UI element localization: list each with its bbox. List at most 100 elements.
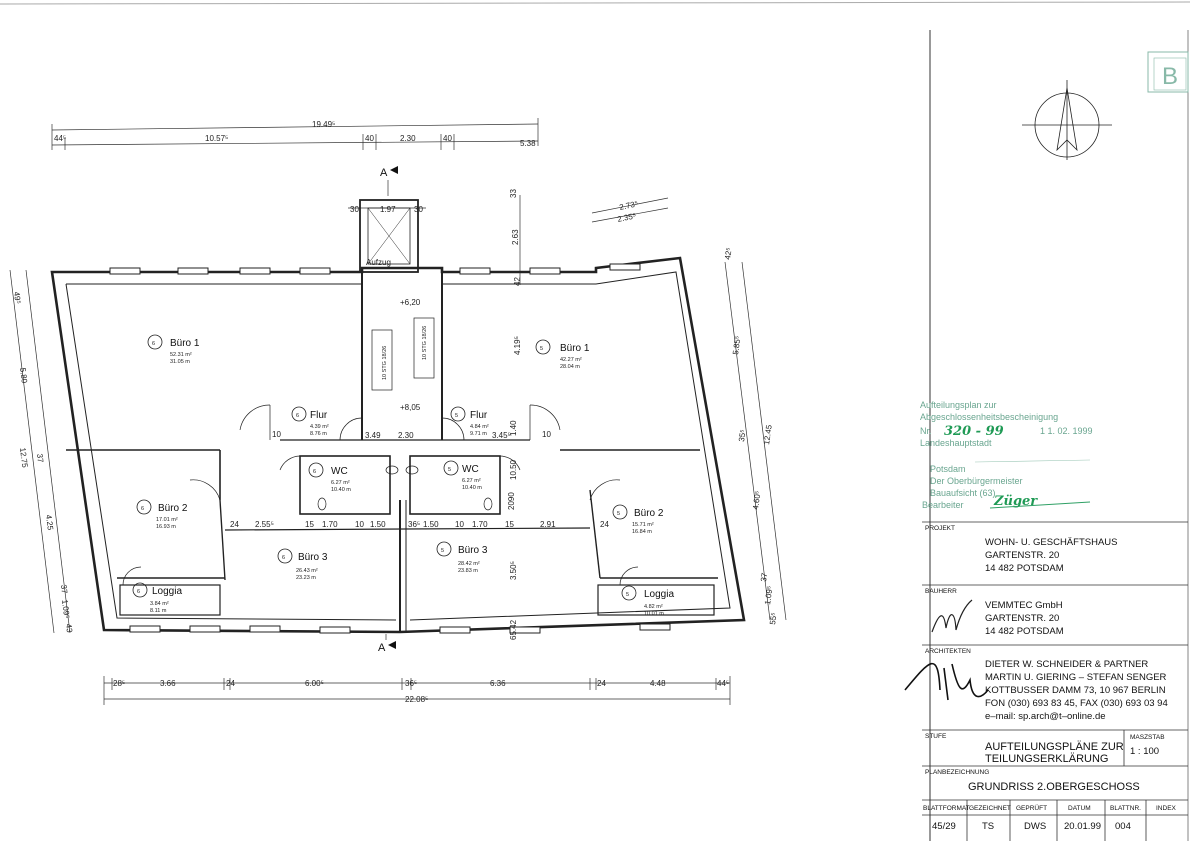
dim-right-7: 55⁵ (768, 612, 779, 625)
room-name: WC (462, 464, 479, 475)
title-block-text: PROJEKT WOHN- U. GESCHÄFTSHAUS GARTENSTR… (923, 525, 1177, 832)
dim-topright-2: 2.35⁵ (617, 211, 637, 224)
stamp-line-2: Abgeschlossenheitsbescheinigung (920, 412, 1058, 422)
room-label: 6 WC 6.27 m² 10.40 m (308, 462, 351, 493)
stufe-label: STUFE (925, 733, 947, 740)
col-index: INDEX (1156, 805, 1177, 812)
svg-text:A: A (378, 642, 386, 654)
room-area: 6.27 m² (462, 478, 481, 484)
dim-top-4: 2.30 (400, 134, 416, 143)
room-perimeter: 28.04 m (560, 364, 580, 370)
massstab-value: 1 : 100 (1130, 746, 1159, 757)
room-area: 4.82 m² (644, 604, 663, 610)
svg-text:A: A (380, 167, 388, 179)
dim-lift-right: 30 (414, 205, 423, 214)
approval-stamp: Aufteilungsplan zur Abgeschlossenheitsbe… (920, 400, 1093, 510)
col-geprueft: GEPRÜFT (1016, 804, 1047, 812)
corner-stamp-letter: B (1162, 63, 1178, 90)
room-name: Flur (310, 410, 328, 421)
dim-bottom-total: 22.08⁵ (405, 695, 428, 704)
val-gezeichnet: TS (982, 821, 994, 832)
col-datum: DATUM (1068, 805, 1091, 812)
dim-core-n: 1.70 (472, 520, 488, 529)
dim-bottom-2: 3.66 (160, 679, 176, 688)
dim-top-3: 40 (365, 134, 374, 143)
val-blattnr: 004 (1115, 821, 1131, 832)
dim-core-c: 3.45⁵ (492, 431, 511, 440)
stair-level-bottom: +8,05 (400, 403, 421, 412)
room-area: 6.27 m² (331, 480, 350, 486)
lift-label: Aufzug (366, 258, 391, 267)
room-label: 5 Büro 1 42.27 m² 28.04 m (535, 339, 590, 370)
room-perimeter: 31.05 m (170, 359, 190, 365)
dim-core-k: 36⁵ (408, 520, 420, 529)
room-labels: 6 Büro 1 52.31 m² 31.05 m 5 Büro 1 42.27… (132, 334, 674, 617)
val-blattformat: 45/29 (932, 821, 956, 832)
room-label: 6 Loggia 3.84 m² 8.11 m (132, 582, 182, 614)
architekten-line-3: KOTTBUSSER DAMM 73, 10 967 BERLIN (985, 685, 1166, 696)
dim-core-h: 1.70 (322, 520, 338, 529)
dim-right-6: 1.09⁵ (763, 585, 775, 605)
dim-core-x: 10.50 (509, 459, 518, 480)
projekt-line-3: 14 482 POTSDAM (985, 563, 1064, 574)
dim-lift-top: 33 (509, 189, 518, 198)
room-label: 5 WC 6.27 m² 10.40 m (443, 460, 482, 491)
stamp-line-6: Der Oberbürgermeister (930, 476, 1023, 486)
room-label: 6 Büro 2 17.01 m² 16.93 m (136, 499, 188, 530)
room-unit-no: 6 (152, 341, 155, 347)
dim-left-1: 49⁵ (12, 291, 22, 304)
room-label: 5 Büro 2 15.71 m² 16.84 m (612, 504, 664, 535)
dim-left-5: 4.25 (44, 514, 55, 531)
room-name: Büro 1 (170, 338, 200, 349)
room-label: 5 Flur 4.84 m² 9.71 m (450, 406, 489, 437)
north-arrow-icon (1022, 80, 1112, 160)
architekten-line-1: DIETER W. SCHNEIDER & PARTNER (985, 659, 1148, 670)
massstab-label: MASZSTAB (1130, 734, 1165, 741)
dim-core-i: 10 (355, 520, 364, 529)
dim-core-t: 24 (230, 520, 239, 529)
dim-core-w: 1.40 (509, 420, 518, 436)
room-label: 5 Loggia 4.82 m² 10.01 m (621, 585, 674, 617)
stamp-line-4: Landeshauptstadt (920, 438, 992, 448)
room-unit-no: 6 (296, 413, 299, 419)
dim-bottom-1: 28⁵ (113, 679, 125, 688)
room-name: Büro 2 (634, 508, 664, 519)
dim-core-u: 24 (600, 520, 609, 529)
bauherr-signature (931, 599, 973, 633)
dim-lift-height: 2.63 (511, 229, 520, 245)
dim-core-j: 1.50 (370, 520, 386, 529)
room-label: 6 Flur 4.39 m² 8.76 m (291, 406, 329, 437)
room-name: WC (331, 466, 348, 477)
room-unit-no: 5 (448, 467, 451, 473)
stair-steps-right: 10 STG 18/26 (422, 326, 428, 360)
room-unit-no: 6 (141, 506, 144, 512)
room-label: 5 Büro 3 28.42 m² 23.83 m (436, 541, 488, 574)
dim-bottom-3: 24 (226, 679, 235, 688)
dim-right-2: 5.85⁵ (731, 335, 743, 355)
dim-core-e: 10 (542, 430, 551, 439)
room-area: 15.71 m² (632, 522, 654, 528)
room-label: 6 Büro 1 52.31 m² 31.05 m (147, 334, 200, 365)
room-area: 52.31 m² (170, 352, 192, 358)
dim-core-r: 3.50⁵ (509, 561, 518, 580)
dim-bottom-7: 24 (597, 679, 606, 688)
architect-signature (904, 662, 989, 701)
bauherr-label: BAUHERR (925, 588, 957, 595)
room-name: Büro 1 (560, 343, 590, 354)
dim-right-1: 42⁵ (723, 247, 734, 260)
bauherr-line-2: GARTENSTR. 20 (985, 613, 1059, 624)
col-gezeichnet: GEZEICHNET (969, 805, 1011, 812)
dim-core-g: 15 (305, 520, 314, 529)
building-outline (50, 199, 746, 634)
val-geprueft: DWS (1024, 821, 1046, 832)
stamp-line-7: Bauaufsicht (63) (930, 488, 996, 498)
room-perimeter: 16.84 m (632, 529, 652, 535)
room-area: 42.27 m² (560, 357, 582, 363)
dim-left-2: 5.80 (18, 367, 29, 384)
stamp-line-1: Aufteilungsplan zur (920, 400, 997, 410)
room-unit-no: 6 (137, 589, 140, 595)
room-perimeter: 8.76 m (310, 431, 327, 437)
dim-bottom-8: 4.48 (650, 679, 666, 688)
stair-level-top: +6,20 (400, 298, 421, 307)
